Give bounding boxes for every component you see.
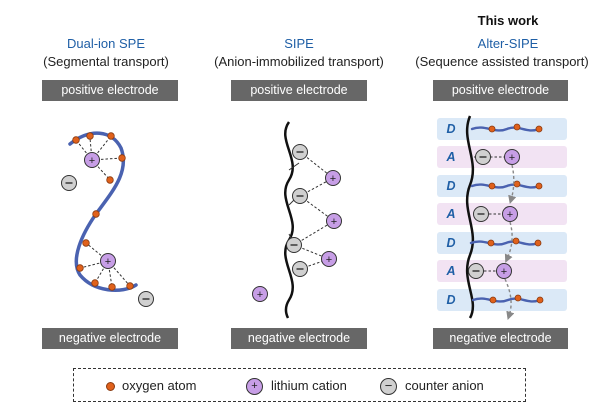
legend-lithium-label: lithium cation (271, 378, 347, 393)
svg-text:D: D (446, 122, 455, 136)
negative-electrode-alter-sipe: negative electrode (433, 328, 568, 349)
svg-text:+: + (501, 266, 507, 278)
svg-text:D: D (446, 293, 455, 307)
svg-text:A: A (445, 207, 455, 221)
svg-text:+: + (326, 254, 332, 266)
dual-ion-lithium-cations: + + (84, 152, 116, 269)
svg-text:+: + (105, 256, 111, 268)
svg-text:D: D (446, 236, 455, 250)
alter-sipe-sequence-labels: D A D A D A D (445, 122, 455, 307)
svg-text:A: A (445, 150, 455, 164)
svg-text:+: + (509, 152, 515, 164)
svg-text:+: + (507, 209, 513, 221)
positive-electrode-sipe: positive electrode (231, 80, 367, 101)
dual-ion-spe-subtitle: (Segmental transport) (43, 54, 169, 69)
alter-sipe-backbone (465, 115, 475, 319)
svg-text:+: + (257, 289, 263, 301)
svg-text:+: + (331, 216, 337, 228)
alter-sipe-lithium-cations: + + + (496, 149, 520, 279)
alter-sipe-hopping-path (504, 164, 517, 320)
dual-ion-spe-title: Dual-ion SPE (66, 36, 146, 51)
legend-oxygen-label: oxygen atom (122, 378, 197, 393)
positive-electrode-alter-sipe: positive electrode (433, 80, 568, 101)
svg-text:+: + (330, 173, 336, 185)
positive-electrode-dual-ion: positive electrode (42, 80, 178, 101)
sipe-subtitle: (Anion-immobilized transport) (214, 54, 384, 69)
legend-anion-label: counter anion (405, 378, 484, 393)
alter-sipe-coordination (484, 156, 505, 272)
svg-text:+: + (89, 155, 95, 167)
lithium-cation-icon: + (246, 378, 263, 395)
alter-sipe-title: Alter-SIPE (477, 36, 539, 51)
negative-electrode-dual-ion: negative electrode (42, 328, 178, 349)
negative-electrode-sipe: negative electrode (231, 328, 367, 349)
dual-ion-oxygen-atoms (72, 132, 134, 291)
counter-anion-icon: − (380, 378, 397, 395)
alter-sipe-sequence-bands (437, 118, 567, 311)
svg-text:D: D (446, 179, 455, 193)
sipe-lithium-cations: + + + + (252, 170, 342, 302)
alter-sipe-oxygen-atoms (487, 123, 544, 304)
alter-sipe-subtitle: (Sequence assisted transport) (415, 54, 589, 69)
alter-sipe-donor-side-chains (469, 126, 542, 303)
oxygen-atom-icon (106, 382, 115, 391)
sipe-title: SIPE (284, 36, 314, 51)
svg-text:A: A (445, 264, 455, 278)
legend: oxygen atom + lithium cation − counter a… (73, 368, 526, 402)
dual-ion-counter-anions (61, 175, 154, 307)
this-work-heading: This work (477, 13, 539, 28)
